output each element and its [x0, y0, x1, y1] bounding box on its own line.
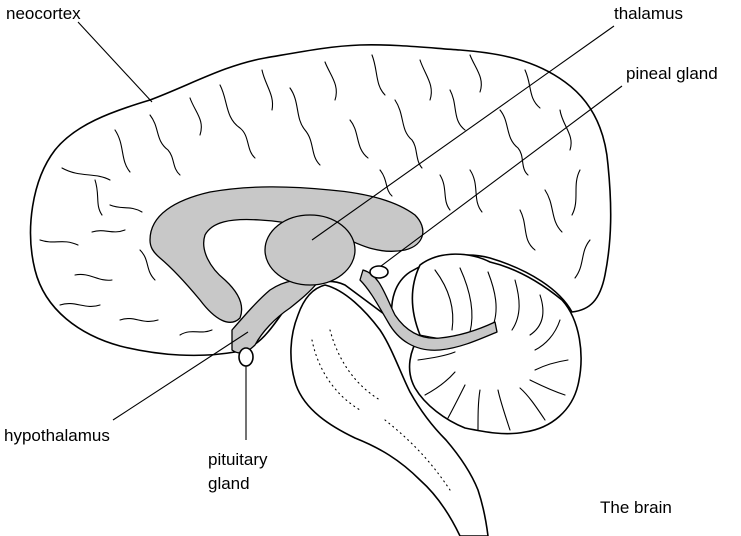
- label-thalamus: thalamus: [614, 4, 683, 24]
- thalamus-shape: [265, 215, 355, 285]
- label-pituitary-line1: pituitary: [208, 450, 268, 470]
- label-neocortex: neocortex: [6, 4, 81, 24]
- label-pineal-gland: pineal gland: [626, 64, 718, 84]
- label-hypothalamus: hypothalamus: [4, 426, 110, 446]
- pineal-gland-shape: [370, 266, 388, 278]
- pituitary-gland-shape: [239, 348, 253, 366]
- caption: The brain: [600, 498, 672, 518]
- leader-neocortex: [78, 22, 152, 102]
- label-pituitary-line2: gland: [208, 474, 250, 494]
